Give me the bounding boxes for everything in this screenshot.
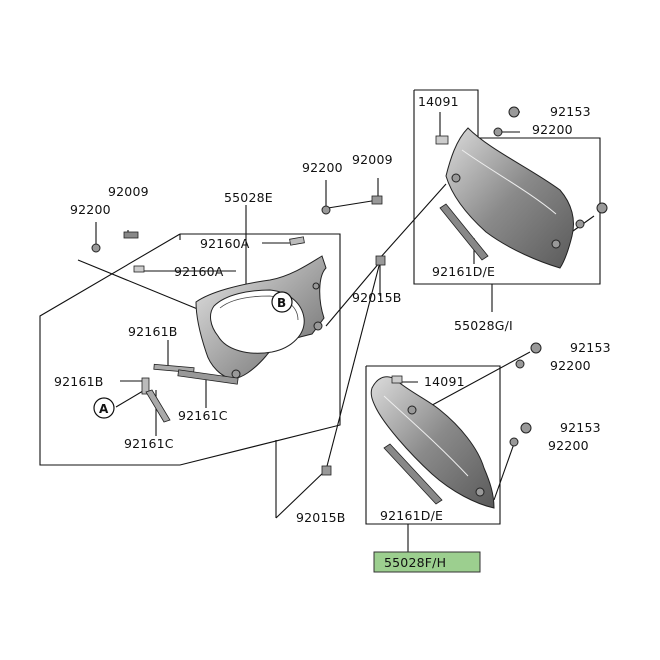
lower-right-cowl-part bbox=[370, 342, 542, 509]
label-92160a-1: 92160A bbox=[200, 236, 250, 251]
highlight-box-55028fh bbox=[373, 551, 481, 573]
label-14091-bottom: 14091 bbox=[424, 374, 465, 389]
label-92200-low: 92200 bbox=[548, 438, 589, 453]
label-92161c-1: 92161C bbox=[178, 408, 228, 423]
label-92200-topright: 92200 bbox=[532, 122, 573, 137]
label-92200-top: 92200 bbox=[302, 160, 343, 175]
part-labels: 92009 92200 55028E 92200 92009 92160A 92… bbox=[54, 94, 611, 570]
fasteners-left bbox=[91, 195, 386, 476]
label-92153-low: 92153 bbox=[560, 420, 601, 435]
label-92015b-1: 92015B bbox=[352, 290, 402, 305]
label-92161c-2: 92161C bbox=[124, 436, 174, 451]
strip-parts-left bbox=[141, 363, 239, 423]
upper-right-cowl-part bbox=[435, 106, 608, 269]
label-92009-top: 92009 bbox=[352, 152, 393, 167]
label-55028gi: 55028G/I bbox=[454, 318, 513, 333]
label-92161de-bottom: 92161D/E bbox=[380, 508, 443, 523]
label-55028fh: 55028F/H bbox=[384, 555, 446, 570]
label-92160a-2: 92160A bbox=[174, 264, 224, 279]
callout-a: A bbox=[93, 397, 115, 419]
label-92009-left: 92009 bbox=[108, 184, 149, 199]
left-inner-panel-part: B bbox=[133, 236, 327, 379]
label-55028e: 55028E bbox=[224, 190, 273, 205]
label-92200-left: 92200 bbox=[70, 202, 111, 217]
left-assembly-frame bbox=[39, 233, 341, 466]
label-92161b-2: 92161B bbox=[54, 374, 104, 389]
callout-b: B bbox=[277, 296, 286, 310]
label-92200-mid: 92200 bbox=[550, 358, 591, 373]
label-14091-top: 14091 bbox=[418, 94, 459, 109]
label-92153-mid: 92153 bbox=[570, 340, 611, 355]
label-92161de-top: 92161D/E bbox=[432, 264, 495, 279]
label-92161b-1: 92161B bbox=[128, 324, 178, 339]
label-92153-top: 92153 bbox=[550, 104, 591, 119]
svg-text:A: A bbox=[99, 402, 109, 416]
label-92015b-2: 92015B bbox=[296, 510, 346, 525]
